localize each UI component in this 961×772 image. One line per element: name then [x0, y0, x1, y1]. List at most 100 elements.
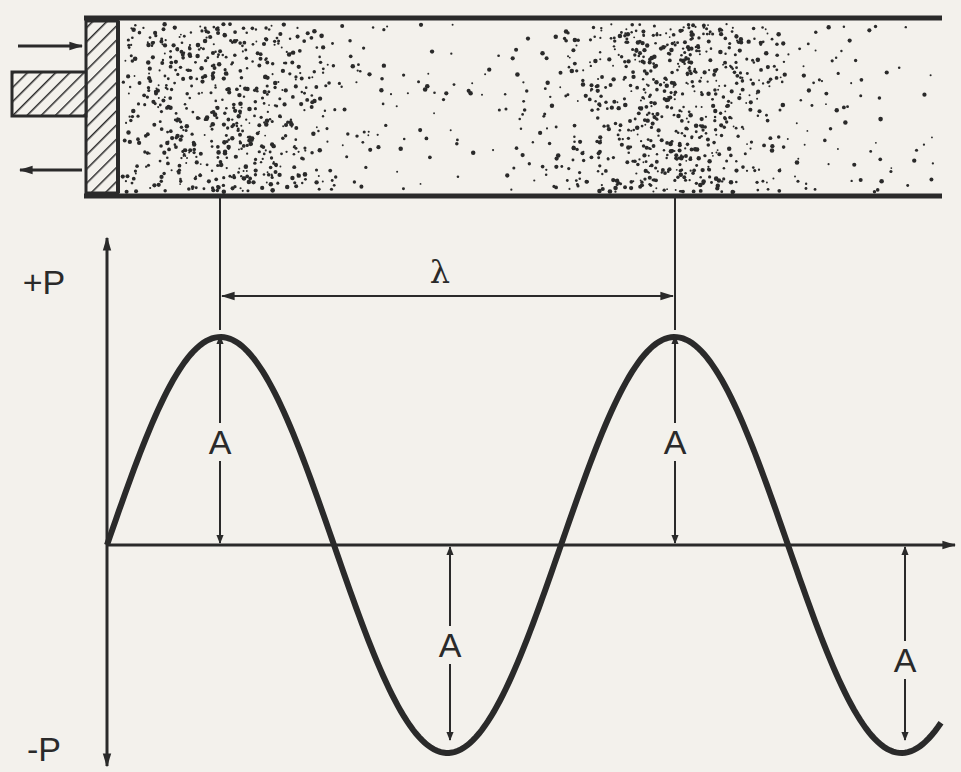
air-particle	[164, 52, 166, 54]
air-particle	[143, 103, 146, 106]
air-particle	[749, 147, 751, 149]
air-particle	[254, 100, 258, 104]
air-particle	[228, 148, 230, 150]
air-particle	[750, 140, 753, 143]
air-particle	[254, 168, 258, 172]
air-particle	[573, 38, 575, 40]
air-particle	[835, 57, 837, 59]
air-particle	[192, 142, 196, 146]
air-particle	[584, 94, 588, 98]
air-particle	[633, 159, 637, 163]
air-particle	[673, 179, 676, 182]
air-particle	[613, 39, 616, 42]
air-particle	[222, 140, 227, 145]
air-particle	[271, 120, 274, 123]
air-particle	[191, 111, 194, 114]
air-particle	[796, 122, 798, 124]
air-particle	[597, 170, 600, 173]
air-particle	[161, 98, 165, 102]
air-particle	[642, 161, 644, 163]
air-particle	[481, 94, 483, 96]
air-particle	[596, 84, 600, 88]
air-particle	[196, 43, 201, 48]
air-particle	[647, 171, 649, 173]
air-particle	[234, 155, 238, 159]
air-particle	[428, 155, 432, 159]
air-particle	[157, 106, 159, 108]
air-particle	[273, 40, 276, 43]
air-particle	[732, 27, 734, 29]
air-particle	[787, 53, 789, 55]
air-particle	[735, 160, 737, 162]
air-particle	[700, 77, 702, 79]
air-particle	[230, 63, 232, 65]
air-particle	[518, 118, 521, 121]
air-particle	[643, 177, 646, 180]
air-particle	[390, 93, 392, 95]
air-particle	[310, 94, 313, 97]
air-particle	[240, 175, 242, 177]
air-particle	[222, 54, 224, 56]
air-particle	[690, 170, 692, 172]
air-particle	[274, 170, 278, 174]
air-particle	[263, 102, 266, 105]
air-particle	[348, 39, 351, 42]
air-particle	[724, 52, 726, 54]
air-particle	[224, 68, 227, 71]
air-particle	[158, 97, 160, 99]
air-particle	[746, 72, 749, 75]
air-particle	[312, 29, 317, 34]
air-particle	[572, 146, 576, 150]
air-particle	[564, 39, 568, 43]
air-particle	[806, 130, 808, 132]
air-particle	[638, 23, 641, 26]
air-particle	[427, 73, 429, 75]
air-particle	[572, 146, 576, 150]
air-particle	[707, 81, 709, 83]
air-particle	[212, 63, 215, 66]
air-particle	[665, 105, 669, 109]
air-particle	[637, 55, 640, 58]
air-particle	[196, 116, 200, 120]
air-particle	[259, 57, 263, 61]
air-particle	[684, 154, 688, 158]
air-particle	[683, 40, 687, 44]
air-particle	[241, 45, 244, 48]
air-particle	[255, 28, 257, 30]
air-particle	[663, 97, 666, 100]
air-particle	[238, 69, 242, 73]
air-particle	[403, 138, 406, 141]
air-particle	[324, 84, 327, 87]
air-particle	[417, 80, 420, 83]
air-particle	[162, 22, 166, 26]
air-particle	[271, 174, 273, 176]
air-particle	[129, 86, 131, 88]
air-particle	[752, 27, 756, 31]
air-particle	[264, 38, 267, 41]
air-particle	[798, 47, 801, 50]
air-particle	[655, 88, 659, 92]
air-particle	[131, 182, 134, 185]
air-particle	[380, 77, 384, 81]
air-particle	[304, 149, 306, 151]
air-particle	[510, 189, 512, 191]
air-particle	[229, 23, 231, 25]
air-particle	[735, 181, 738, 184]
air-particle	[634, 118, 637, 121]
air-particle	[649, 93, 652, 96]
air-particle	[168, 140, 170, 142]
air-particle	[317, 130, 319, 132]
air-particle	[198, 48, 201, 51]
air-particle	[654, 80, 658, 84]
air-particle	[607, 57, 611, 61]
air-particle	[633, 53, 636, 56]
air-particle	[602, 124, 605, 127]
air-particle	[130, 54, 133, 57]
air-particle	[930, 74, 932, 76]
air-particle	[169, 55, 172, 58]
air-particle	[180, 50, 184, 54]
air-particle	[142, 27, 144, 29]
air-particle	[653, 24, 656, 27]
air-particle	[724, 66, 727, 69]
air-particle	[163, 43, 167, 47]
